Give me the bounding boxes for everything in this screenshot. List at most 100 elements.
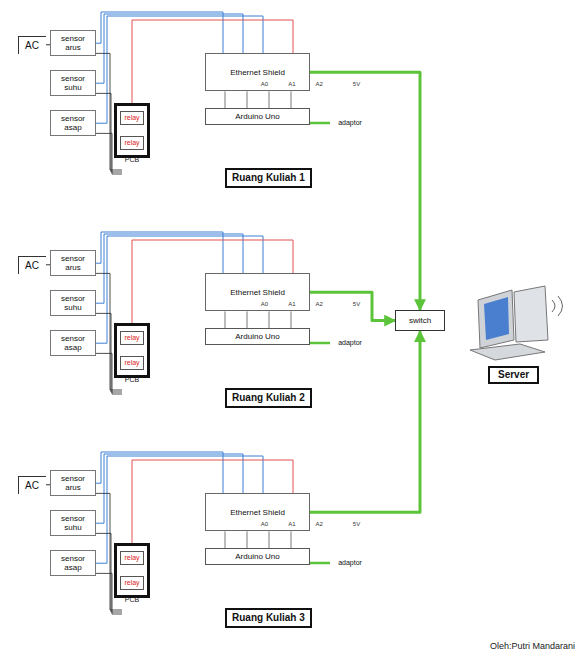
relay-box: relay xyxy=(120,331,144,345)
stacking-pin xyxy=(247,311,248,328)
pin-label: A0 xyxy=(261,521,268,527)
connector xyxy=(310,72,420,310)
stacking-pin xyxy=(269,531,270,548)
connector xyxy=(310,342,330,345)
stacking-pin xyxy=(225,91,226,108)
stacking-pin xyxy=(225,311,226,328)
connector xyxy=(96,452,223,493)
node-text: PCB xyxy=(125,596,139,603)
relay-box: relay xyxy=(120,576,144,590)
room-label: Ruang Kuliah 1 xyxy=(225,168,312,188)
node-text: PCB xyxy=(125,156,139,163)
stacking-pin xyxy=(269,91,270,108)
node-text: relay xyxy=(124,554,139,561)
pin-label: A2 xyxy=(316,81,323,87)
node-text: relay xyxy=(124,114,139,121)
node-text: Server xyxy=(498,369,529,380)
node-text: Ruang Kuliah 3 xyxy=(232,612,305,623)
pcb-box: PCBrelayrelay xyxy=(114,103,150,158)
room-label: Ruang Kuliah 2 xyxy=(225,388,312,408)
node-text: sensor arus xyxy=(61,34,85,52)
relay-box: relay xyxy=(120,551,144,565)
sensor-box: sensor suhu xyxy=(50,290,96,316)
adaptor-label: adaptor xyxy=(330,118,370,128)
node-text: relay xyxy=(124,359,139,366)
sensor-box: sensor arus xyxy=(50,470,96,496)
node-text: relay xyxy=(124,334,139,341)
node-text: relay xyxy=(124,139,139,146)
ac-label: AC xyxy=(18,256,46,274)
pin-label: 5V xyxy=(353,521,360,527)
connector xyxy=(310,562,330,565)
pcb-box: PCBrelayrelay xyxy=(114,543,150,598)
sensor-box: sensor arus xyxy=(50,250,96,276)
node-text: adaptor xyxy=(338,559,362,566)
room-label: Ruang Kuliah 3 xyxy=(225,608,312,628)
node-text: Ethernet Shield xyxy=(208,68,307,77)
pin-label: A0 xyxy=(261,301,268,307)
node-text: sensor asap xyxy=(61,114,85,132)
caption: Oleh:Putri Mandarani xyxy=(490,641,575,651)
pin-label: A0 xyxy=(261,81,268,87)
adaptor-label: adaptor xyxy=(330,558,370,568)
connector xyxy=(96,232,223,273)
node-text: Arduino Uno xyxy=(208,112,307,121)
node-text: sensor arus xyxy=(61,474,85,492)
connector xyxy=(310,122,330,125)
pin-label: 5V xyxy=(353,301,360,307)
adaptor-label: adaptor xyxy=(330,338,370,348)
node-text: Ruang Kuliah 2 xyxy=(232,392,305,403)
pin-label: A1 xyxy=(288,301,295,307)
node-text: Arduino Uno xyxy=(208,332,307,341)
server-label: Server xyxy=(488,366,539,384)
stacking-pin xyxy=(225,531,226,548)
node-text: Ethernet Shield xyxy=(208,288,307,297)
node-text: sensor suhu xyxy=(61,294,85,312)
node-text: AC xyxy=(25,40,39,51)
sensor-box: sensor suhu xyxy=(50,70,96,96)
node-text: AC xyxy=(25,260,39,271)
connector xyxy=(310,292,395,320)
stacking-pin xyxy=(291,531,292,548)
arduino-box: Arduino Uno xyxy=(205,548,310,565)
connector xyxy=(96,12,223,53)
sensor-box: sensor suhu xyxy=(50,510,96,536)
node-text: sensor arus xyxy=(61,254,85,272)
node-text: sensor asap xyxy=(61,334,85,352)
node-text: switch xyxy=(409,316,431,325)
stacking-pin xyxy=(247,531,248,548)
pcb-box: PCBrelayrelay xyxy=(114,323,150,378)
ethernet-shield-box: Ethernet ShieldA0A1A25V xyxy=(205,493,310,531)
switch-box: switch xyxy=(395,310,445,331)
pin-label: 5V xyxy=(353,81,360,87)
node-text: AC xyxy=(25,480,39,491)
connector xyxy=(310,331,420,512)
pin-label: A2 xyxy=(316,521,323,527)
node-text: adaptor xyxy=(338,339,362,346)
relay-box: relay xyxy=(120,111,144,125)
node-text: Ethernet Shield xyxy=(208,508,307,517)
stacking-pin xyxy=(269,311,270,328)
sensor-box: sensor asap xyxy=(50,330,96,356)
node-text: sensor suhu xyxy=(61,74,85,92)
relay-box: relay xyxy=(120,136,144,150)
stacking-pin xyxy=(247,91,248,108)
server-computer xyxy=(470,286,563,360)
node-text: Arduino Uno xyxy=(208,552,307,561)
ac-label: AC xyxy=(18,476,46,494)
node-text: relay xyxy=(124,579,139,586)
ethernet-shield-box: Ethernet ShieldA0A1A25V xyxy=(205,273,310,311)
sensor-box: sensor arus xyxy=(50,30,96,56)
node-text: Ruang Kuliah 1 xyxy=(232,172,305,183)
stacking-pin xyxy=(291,91,292,108)
pin-label: A2 xyxy=(316,301,323,307)
arduino-box: Arduino Uno xyxy=(205,108,310,125)
node-text: sensor suhu xyxy=(61,514,85,532)
node-text: PCB xyxy=(125,376,139,383)
sensor-box: sensor asap xyxy=(50,110,96,136)
relay-box: relay xyxy=(120,356,144,370)
node-text: sensor asap xyxy=(61,554,85,572)
pin-label: A1 xyxy=(288,521,295,527)
arduino-box: Arduino Uno xyxy=(205,328,310,345)
sensor-box: sensor asap xyxy=(50,550,96,576)
